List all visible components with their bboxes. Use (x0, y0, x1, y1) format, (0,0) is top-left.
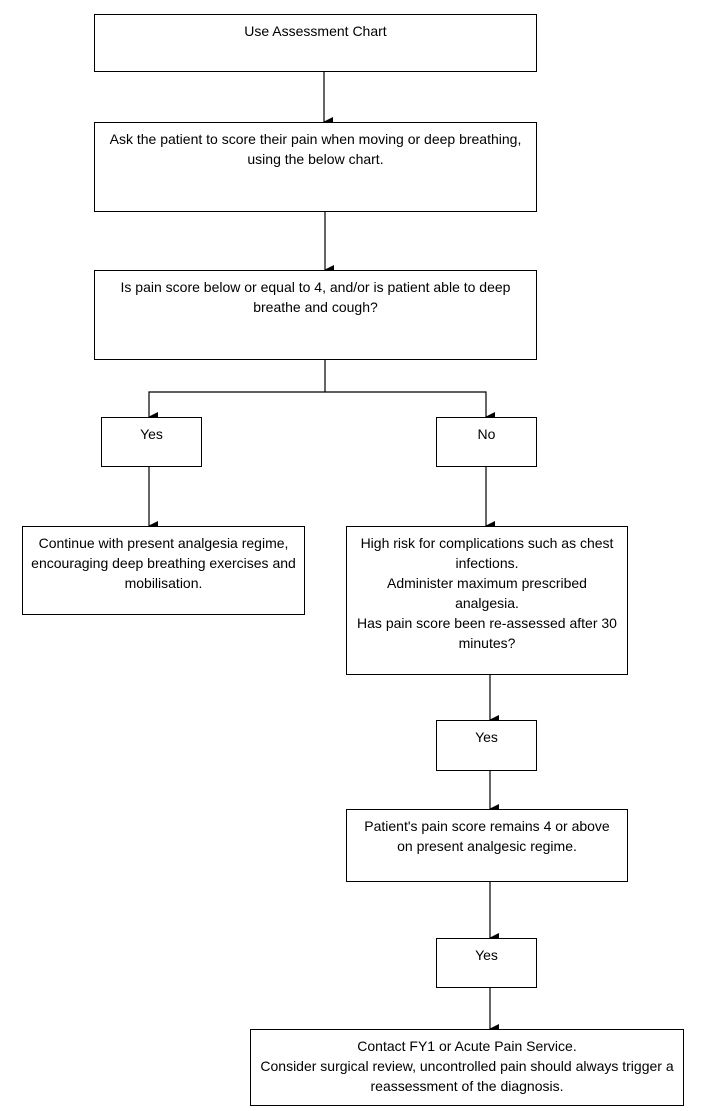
remains-box: Patient's pain score remains 4 or above … (346, 809, 628, 882)
split-line-no (325, 391, 495, 422)
question-box: Is pain score below or equal to 4, and/o… (94, 270, 537, 360)
no-label: No (477, 426, 496, 442)
high-risk-box: High risk for complications such as ches… (346, 526, 628, 675)
start-box: Use Assessment Chart (94, 14, 537, 72)
split-line (148, 360, 326, 422)
continue-box: Continue with present analgesia regime, … (22, 526, 305, 615)
yes-box-2: Yes (436, 720, 537, 771)
yes-label-2: Yes (475, 729, 498, 745)
start-text: Use Assessment Chart (244, 23, 387, 39)
ask-text: Ask the patient to score their pain when… (109, 131, 522, 167)
no-box: No (436, 417, 537, 467)
yes-box-3: Yes (436, 938, 537, 988)
contact-text: Contact FY1 or Acute Pain Service. Consi… (260, 1038, 674, 1094)
high-risk-text: High risk for complications such as ches… (357, 535, 617, 651)
yes-label: Yes (140, 426, 163, 442)
continue-text: Continue with present analgesia regime, … (31, 535, 296, 591)
contact-box: Contact FY1 or Acute Pain Service. Consi… (250, 1029, 684, 1106)
question-text: Is pain score below or equal to 4, and/o… (120, 279, 511, 315)
yes-box: Yes (101, 417, 202, 467)
ask-box: Ask the patient to score their pain when… (94, 122, 537, 212)
remains-text: Patient's pain score remains 4 or above … (364, 818, 610, 854)
yes-label-3: Yes (475, 947, 498, 963)
